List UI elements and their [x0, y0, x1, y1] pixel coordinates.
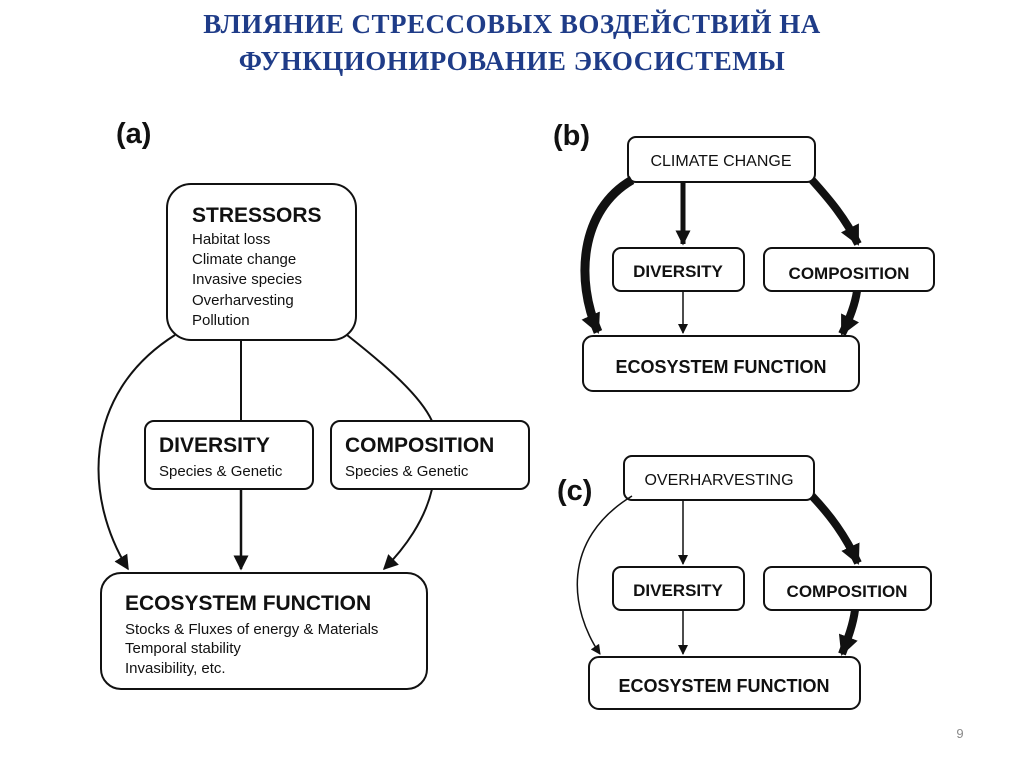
- diversity-heading-a: DIVERSITY: [159, 434, 270, 457]
- ecosystem-function-box-a: [100, 572, 428, 690]
- ecosystem-item: Stocks & Fluxes of energy & Materials: [125, 621, 378, 638]
- ecosystem-function-box-b: [582, 335, 860, 392]
- diversity-label-b: DIVERSITY: [633, 262, 723, 281]
- panel-c: (c) OVERHARVESTING DIVERSITY COMPOSITION…: [557, 455, 932, 710]
- panel-b: (b) CLIMATE CHANGE DIVERSITY COMPOSITION…: [553, 120, 935, 392]
- slide-title: ВЛИЯНИЕ СТРЕССОВЫХ ВОЗДЕЙСТВИЙ НА ФУНКЦИ…: [0, 6, 1024, 80]
- panel-c-label: (c): [557, 475, 592, 507]
- stressor-item: Habitat loss: [192, 231, 270, 248]
- composition-label-b: COMPOSITION: [789, 264, 910, 283]
- stressor-item: Invasive species: [192, 271, 302, 288]
- panel-b-label: (b): [553, 120, 590, 152]
- climate-change-box: [627, 136, 816, 183]
- panel-a: (a) STRESSORS Habitat loss Climate chang…: [97, 118, 530, 690]
- composition-box-c: [763, 566, 932, 611]
- ecosystem-item: Invasibility, etc.: [125, 660, 226, 677]
- page-number: 9: [956, 726, 964, 741]
- arrow-stressors-ecosystem-left: [97, 334, 176, 571]
- arrow-stressors-composition: [346, 334, 433, 422]
- composition-heading-a: COMPOSITION: [345, 434, 494, 457]
- stressor-item: Overharvesting: [192, 292, 294, 309]
- panel-a-label: (a): [116, 118, 151, 150]
- ecosystem-item: Temporal stability: [125, 640, 241, 657]
- arrow-composition-ecosystem-c: [838, 609, 859, 656]
- stressors-heading: STRESSORS: [192, 204, 322, 227]
- arrow-overharvesting-ecosystem: [576, 495, 633, 655]
- ecosystem-heading-a: ECOSYSTEM FUNCTION: [125, 592, 371, 615]
- stressor-item: Climate change: [192, 251, 296, 268]
- stressor-item: Pollution: [192, 312, 250, 329]
- arrow-composition-ecosystem: [382, 488, 433, 571]
- stressors-box: [166, 183, 357, 341]
- composition-sub-a: Species & Genetic: [345, 463, 469, 480]
- ecosystem-label-b: ECOSYSTEM FUNCTION: [615, 357, 826, 377]
- ecosystem-function-box-c: [588, 656, 861, 710]
- title-line-2: ФУНКЦИОНИРОВАНИЕ ЭКОСИСТЕМЫ: [238, 46, 786, 76]
- composition-box-b: [763, 247, 935, 292]
- ecosystem-label-c: ECOSYSTEM FUNCTION: [618, 676, 829, 696]
- diversity-box-c: [612, 566, 745, 611]
- diversity-sub-a: Species & Genetic: [159, 463, 283, 480]
- arrow-overharvesting-composition: [809, 493, 862, 565]
- diversity-box-b: [612, 247, 745, 292]
- diversity-box-a: [144, 420, 314, 490]
- climate-change-label: CLIMATE CHANGE: [650, 153, 791, 170]
- diversity-label-c: DIVERSITY: [633, 581, 723, 600]
- composition-box-a: [330, 420, 530, 490]
- arrow-climate-composition: [809, 177, 862, 246]
- overharvesting-label: OVERHARVESTING: [644, 472, 793, 489]
- composition-label-c: COMPOSITION: [787, 582, 908, 601]
- overharvesting-box: [623, 455, 815, 501]
- arrow-composition-ecosystem-b: [838, 290, 861, 336]
- arrow-climate-ecosystem: [580, 176, 635, 334]
- title-line-1: ВЛИЯНИЕ СТРЕССОВЫХ ВОЗДЕЙСТВИЙ НА: [203, 9, 821, 39]
